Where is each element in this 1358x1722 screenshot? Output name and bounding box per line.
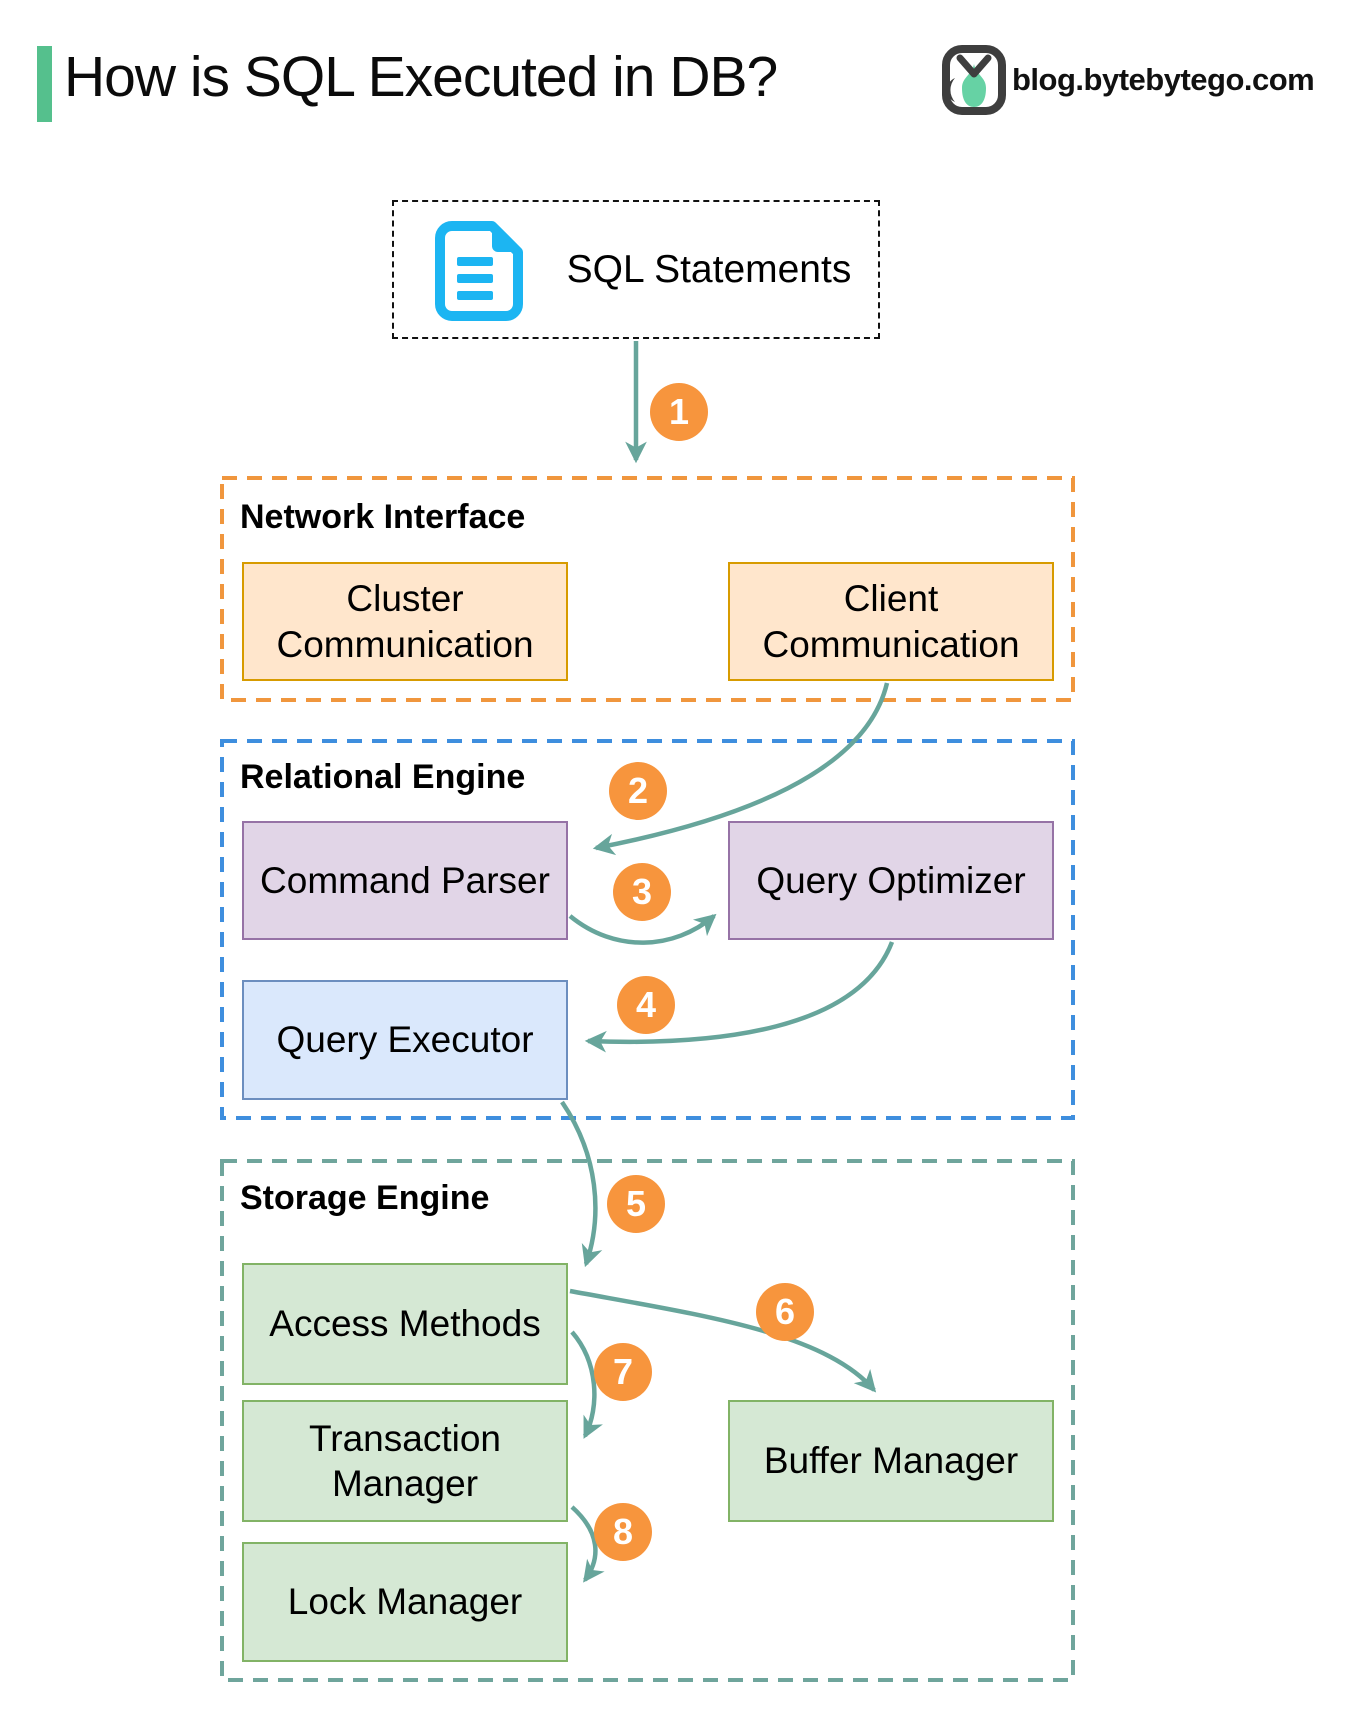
bytebytego-logo-icon — [942, 45, 1006, 115]
node-access-methods: Access Methods — [242, 1263, 568, 1385]
node-transaction-manager: Transaction Manager — [242, 1400, 568, 1522]
node-cluster-communication: Cluster Communication — [242, 562, 568, 681]
group-network-interface-border — [220, 476, 1075, 702]
step-badge-1: 1 — [650, 383, 708, 441]
arrow-5 — [560, 1100, 603, 1268]
node-query-optimizer: Query Optimizer — [728, 821, 1054, 940]
node-sql-statements: SQL Statements — [392, 200, 880, 339]
group-storage-engine-border — [220, 1159, 1075, 1682]
sql-statements-label: SQL Statements — [566, 247, 852, 291]
arrow-3 — [568, 913, 717, 945]
node-command-parser: Command Parser — [242, 821, 568, 940]
site-url: blog.bytebytego.com — [1012, 62, 1315, 97]
document-icon — [435, 221, 523, 321]
arrow-2 — [592, 682, 890, 856]
group-label-relational-engine: Relational Engine — [240, 758, 526, 796]
node-client-communication: Client Communication — [728, 562, 1054, 681]
arrow-4 — [584, 941, 895, 1053]
step-badge-2: 2 — [609, 762, 667, 820]
step-badge-3: 3 — [613, 863, 671, 921]
step-badge-6: 6 — [756, 1283, 814, 1341]
title-accent-bar — [37, 46, 52, 122]
step-badge-8: 8 — [594, 1503, 652, 1561]
step-badge-5: 5 — [607, 1175, 665, 1233]
node-lock-manager: Lock Manager — [242, 1542, 568, 1662]
group-label-network-interface: Network Interface — [240, 498, 526, 536]
arrow-7 — [570, 1330, 603, 1439]
node-buffer-manager: Buffer Manager — [728, 1400, 1054, 1522]
arrow-6 — [569, 1288, 877, 1393]
group-relational-engine-border — [220, 739, 1075, 1120]
group-label-storage-engine: Storage Engine — [240, 1179, 490, 1217]
logo-owl-chest — [962, 64, 986, 107]
node-query-executor: Query Executor — [242, 980, 568, 1100]
step-badge-4: 4 — [617, 976, 675, 1034]
arrow-8 — [570, 1505, 605, 1583]
step-badge-7: 7 — [594, 1343, 652, 1401]
page-title: How is SQL Executed in DB? — [64, 45, 778, 109]
